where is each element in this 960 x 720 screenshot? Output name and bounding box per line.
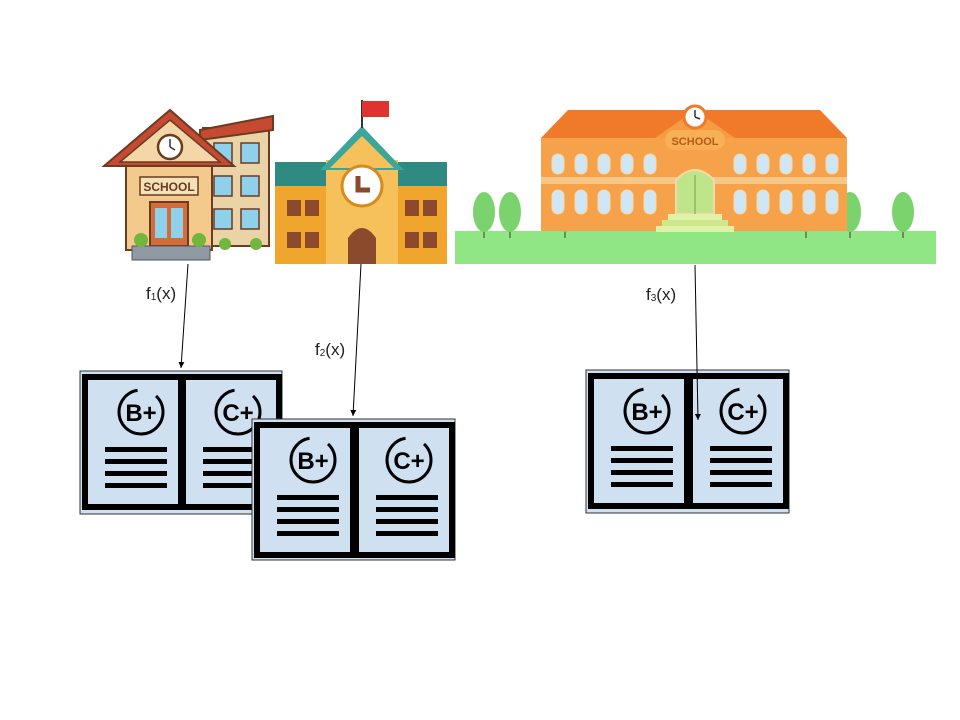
school-1-illustration: SCHOOL <box>101 108 274 261</box>
report-card-pair-3: B+ C+ <box>585 369 790 514</box>
grade-b-plus: B+ <box>125 400 156 427</box>
flag-icon <box>362 101 389 117</box>
grade-b-plus: B+ <box>297 448 328 475</box>
function-label-f3: f3(x) <box>646 285 677 304</box>
report-card-pair-1: B+ C+ <box>79 370 283 515</box>
school-1-sign: SCHOOL <box>143 180 194 194</box>
function-label-f1: f1(x) <box>146 284 177 303</box>
arrow-f2 <box>350 263 362 417</box>
report-card-pair-2: B+ C+ <box>251 418 456 561</box>
grade-c-plus: C+ <box>727 399 758 426</box>
school-2-illustration <box>275 100 447 264</box>
function-label-f2: f2(x) <box>315 340 346 359</box>
grade-c-plus: C+ <box>393 448 424 475</box>
arrow-f1 <box>178 263 189 369</box>
school-3-sign: SCHOOL <box>671 136 718 148</box>
school-3-illustration: SCHOOL <box>455 104 936 264</box>
grade-c-plus: C+ <box>222 400 253 427</box>
grade-b-plus: B+ <box>631 399 662 426</box>
arrow-f3 <box>694 264 701 421</box>
